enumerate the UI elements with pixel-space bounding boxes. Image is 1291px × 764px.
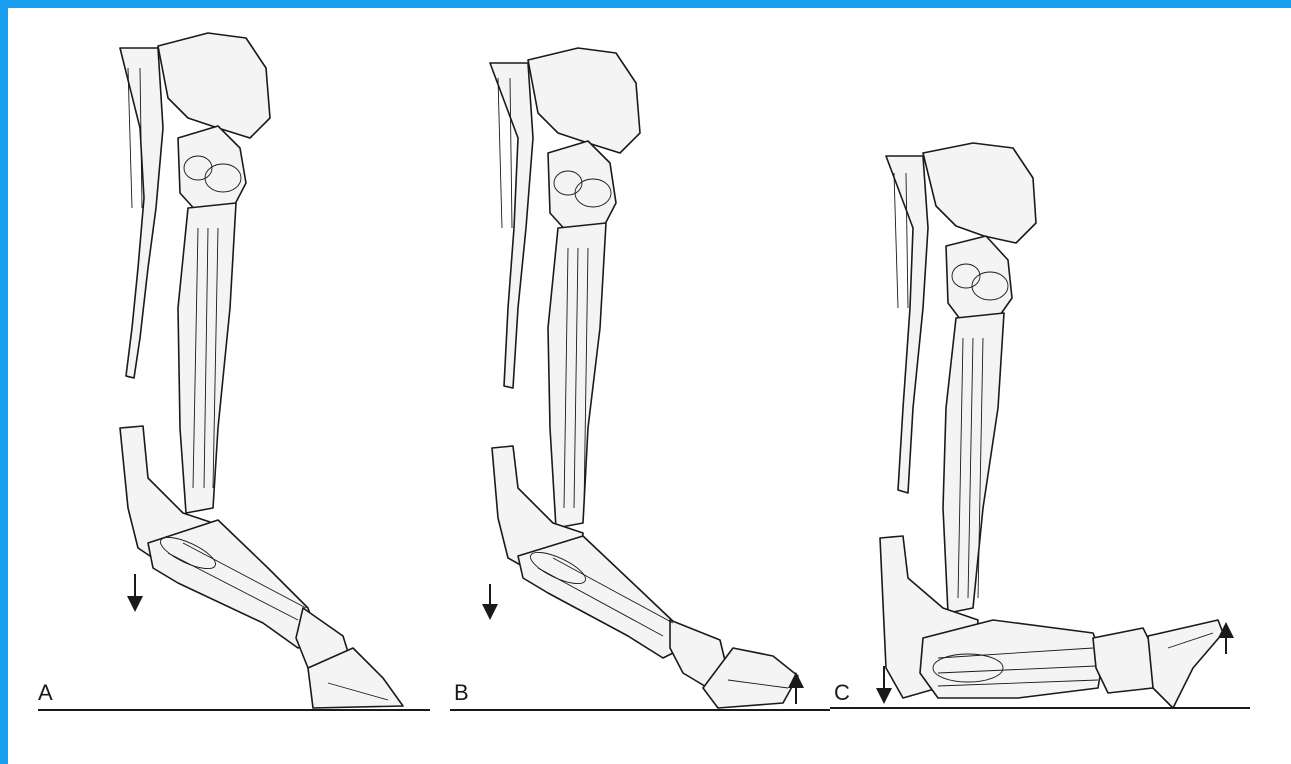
panel-b-tibia	[528, 48, 640, 153]
anatomical-diagram: A B C	[8, 8, 1291, 764]
panel-a-fetlock-pastern	[148, 520, 318, 648]
panel-c-tibia	[923, 143, 1036, 243]
panel-c-cannon-bone	[943, 313, 1004, 613]
panel-c-fetlock-pastern	[920, 620, 1103, 698]
panel-a-label: A	[38, 682, 53, 704]
panel-b-cannon-bone	[548, 223, 606, 528]
panel-b-tarsus	[548, 141, 616, 233]
panel-a-cannon-bone	[178, 203, 236, 513]
panel-b-tendon-bundle	[490, 63, 533, 388]
panel-a-tendon-bundle	[120, 48, 163, 378]
panel-b-leg	[490, 48, 798, 708]
panel-b-label: B	[454, 682, 469, 704]
panel-a-tibia	[158, 33, 270, 138]
panel-c-tendon-bundle	[886, 156, 928, 493]
illustration-frame: A B C	[8, 8, 1291, 764]
panel-b-fetlock-pastern	[518, 536, 683, 658]
panel-c-leg	[880, 143, 1223, 708]
diagram-drawing	[8, 8, 1291, 764]
panel-a-leg	[120, 33, 403, 708]
panel-c-label: C	[834, 682, 850, 704]
